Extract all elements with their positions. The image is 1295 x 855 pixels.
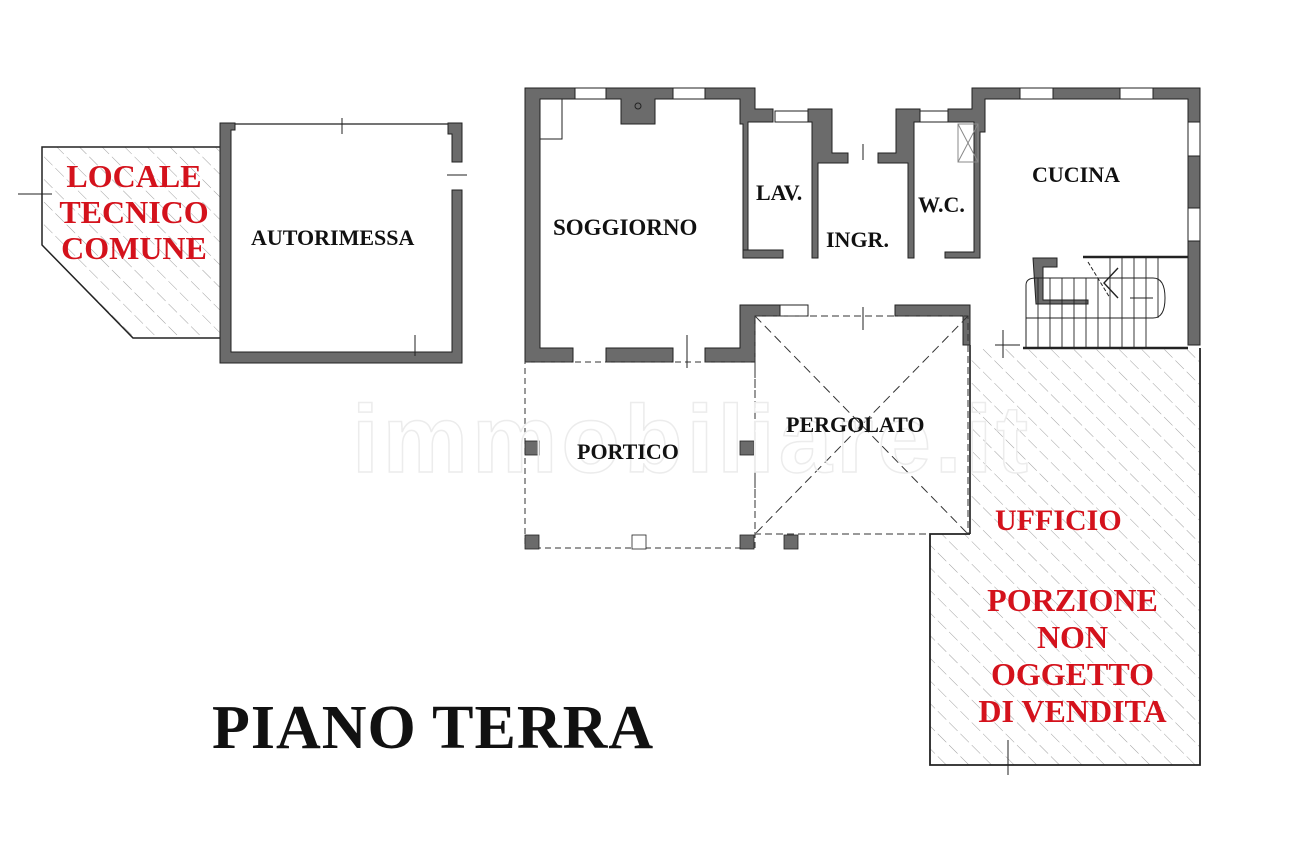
- locale-tecnico-label: LOCALE TECNICO COMUNE: [44, 158, 224, 266]
- wc-label: W.C.: [918, 192, 965, 217]
- lav-label: LAV.: [756, 180, 803, 205]
- label-line: DI VENDITA: [978, 693, 1167, 729]
- portico-label: PORTICO: [577, 439, 679, 464]
- ingr-label: INGR.: [826, 227, 889, 252]
- dimension-ticks: [686, 144, 864, 368]
- label-line: COMUNE: [61, 230, 207, 266]
- staircase: [1023, 255, 1188, 350]
- excluded-portion-note: PORZIONE NON OGGETTO DI VENDITA: [965, 582, 1180, 730]
- floor-title: PIANO TERRA: [212, 694, 655, 762]
- cucina-label: CUCINA: [1032, 162, 1120, 187]
- locale-tecnico-area: [18, 146, 223, 339]
- pergolato-label: PERGOLATO: [786, 412, 925, 437]
- label-line: NON: [1036, 619, 1109, 655]
- soggiorno-label: SOGGIORNO: [553, 215, 698, 240]
- autorimessa-label: AUTORIMESSA: [251, 225, 415, 250]
- autorimessa-walls: [219, 118, 467, 364]
- label-line: PORZIONE: [987, 582, 1158, 618]
- chimney-icon: [634, 102, 642, 110]
- windows: [539, 87, 1201, 317]
- label-line: OGGETTO: [990, 656, 1154, 692]
- label-line: TECNICO: [59, 194, 209, 230]
- label-line: LOCALE: [66, 158, 202, 194]
- portico-area: [524, 361, 799, 550]
- watermark-text: immobiliare.it: [351, 385, 1033, 494]
- shaft-symbol: [957, 123, 979, 163]
- ufficio-area: [929, 330, 1201, 775]
- ufficio-label: UFFICIO: [995, 504, 1122, 537]
